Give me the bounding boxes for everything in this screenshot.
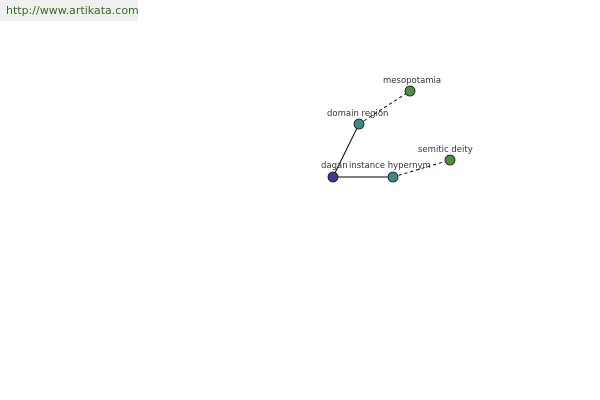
edge-instance_hypernym-semitic_deity: [392, 159, 451, 178]
node-dagan[interactable]: [327, 171, 339, 183]
node-instance-hypernym[interactable]: [387, 171, 399, 183]
watermark-url[interactable]: http://www.artikata.com: [6, 4, 139, 17]
node-label-semitic-deity[interactable]: semitic deity: [418, 145, 473, 155]
node-domain-region[interactable]: [353, 118, 365, 130]
node-label-mesopotamia[interactable]: mesopotamia: [383, 76, 441, 86]
node-label-instance-hypernym[interactable]: instance hypernym: [349, 161, 431, 171]
edge-dagan-domain_region: [332, 123, 360, 178]
node-mesopotamia[interactable]: [404, 85, 416, 97]
edge-domain_region-mesopotamia: [358, 90, 411, 125]
watermark-bar: http://www.artikata.com: [0, 0, 139, 21]
graph-nodes: [327, 85, 456, 183]
graph-edges: [332, 90, 451, 178]
node-semitic-deity[interactable]: [444, 154, 456, 166]
node-label-dagan[interactable]: dagan: [321, 161, 348, 171]
graph-labels: dagan domain region instance hypernym mesop…: [321, 76, 473, 171]
node-label-domain-region[interactable]: domain region: [327, 109, 388, 119]
